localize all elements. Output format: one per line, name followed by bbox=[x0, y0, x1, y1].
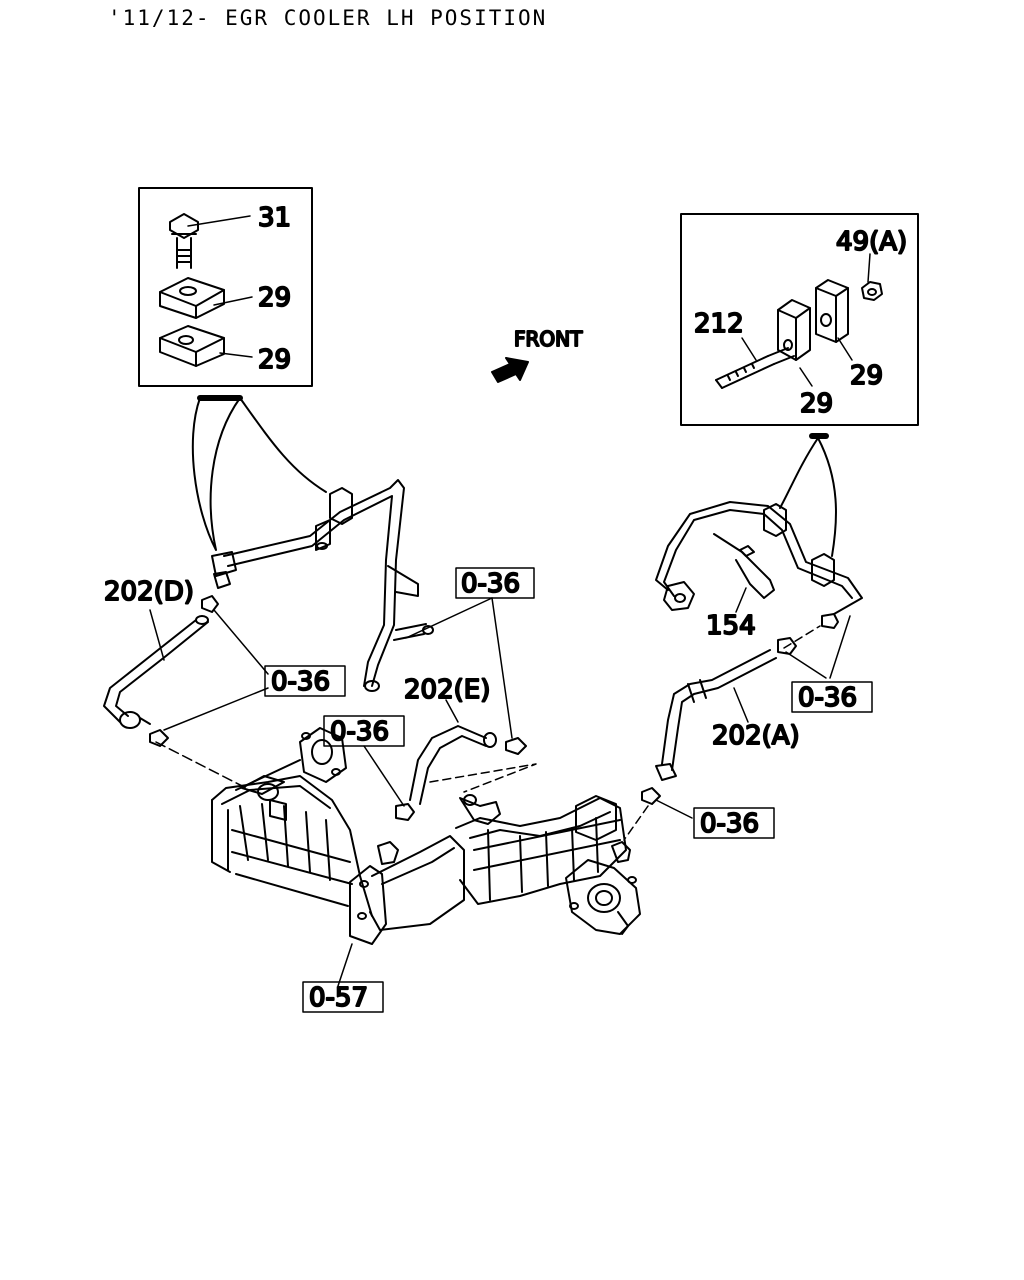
diagram-title: '11/12- EGR COOLER LH POSITION bbox=[108, 6, 548, 30]
svg-text:0-36: 0-36 bbox=[271, 667, 330, 697]
front-arrow-icon bbox=[491, 357, 529, 383]
callout-bolt: 31 bbox=[258, 203, 291, 233]
callout-clamp-upper-left: 29 bbox=[258, 283, 291, 313]
callout-hose-a: 202(A) bbox=[712, 721, 800, 751]
ref-box-right-upper: 0-36 bbox=[791, 681, 873, 714]
svg-text:0-36: 0-36 bbox=[461, 569, 520, 599]
svg-text:0-36: 0-36 bbox=[330, 717, 389, 747]
detail-pointer-left bbox=[191, 397, 327, 551]
egr-cooler-body bbox=[211, 727, 641, 945]
front-label: FRONT bbox=[514, 327, 583, 351]
ref-box-bottom: 0-57 bbox=[302, 981, 384, 1014]
hose-a bbox=[655, 649, 777, 781]
callout-hose-d: 202(D) bbox=[104, 577, 194, 607]
ref-box-top-center: 0-36 bbox=[455, 567, 535, 600]
hose-clamp-icon bbox=[149, 729, 169, 747]
hose-d bbox=[103, 615, 209, 729]
callout-clamp-lower-left: 29 bbox=[258, 345, 291, 375]
ref-box-right-lower: 0-36 bbox=[693, 807, 775, 840]
clamp-right-inner-icon bbox=[777, 299, 811, 361]
hose-clamp-icon bbox=[641, 787, 661, 805]
clamp-right-outer-icon bbox=[815, 279, 849, 343]
bolt-icon bbox=[169, 213, 199, 269]
callout-hose-e: 202(E) bbox=[404, 675, 490, 705]
nut-icon bbox=[861, 281, 883, 301]
callout-stud: 212 bbox=[694, 309, 744, 339]
hose-clamp-icon bbox=[777, 637, 797, 655]
clamp-upper-left-icon bbox=[159, 277, 225, 319]
left-detail-inset bbox=[138, 187, 313, 387]
detail-pointer-right bbox=[779, 437, 837, 557]
ref-box-left: 0-36 bbox=[264, 665, 346, 698]
callout-band: 154 bbox=[706, 611, 756, 641]
callout-clamp-right-outer: 29 bbox=[850, 361, 883, 391]
right-detail-inset bbox=[680, 213, 919, 426]
callout-nut: 49(A) bbox=[836, 227, 907, 257]
hose-clamp-icon bbox=[821, 613, 839, 629]
svg-text:0-57: 0-57 bbox=[309, 983, 368, 1013]
clamp-lower-left-icon bbox=[159, 325, 225, 367]
right-pipe-assembly bbox=[655, 501, 863, 615]
left-pipe-assembly bbox=[211, 479, 434, 692]
hose-e bbox=[409, 725, 497, 805]
svg-text:0-36: 0-36 bbox=[798, 683, 857, 713]
callout-clamp-right-inner: 29 bbox=[800, 389, 833, 419]
ref-box-middle: 0-36 bbox=[323, 715, 405, 748]
svg-text:0-36: 0-36 bbox=[700, 809, 759, 839]
hose-clamp-icon bbox=[201, 595, 219, 613]
hose-clamp-icon bbox=[395, 803, 415, 821]
hose-clamp-icon bbox=[505, 737, 527, 755]
stud-icon bbox=[715, 347, 795, 389]
band-icon bbox=[713, 533, 775, 599]
